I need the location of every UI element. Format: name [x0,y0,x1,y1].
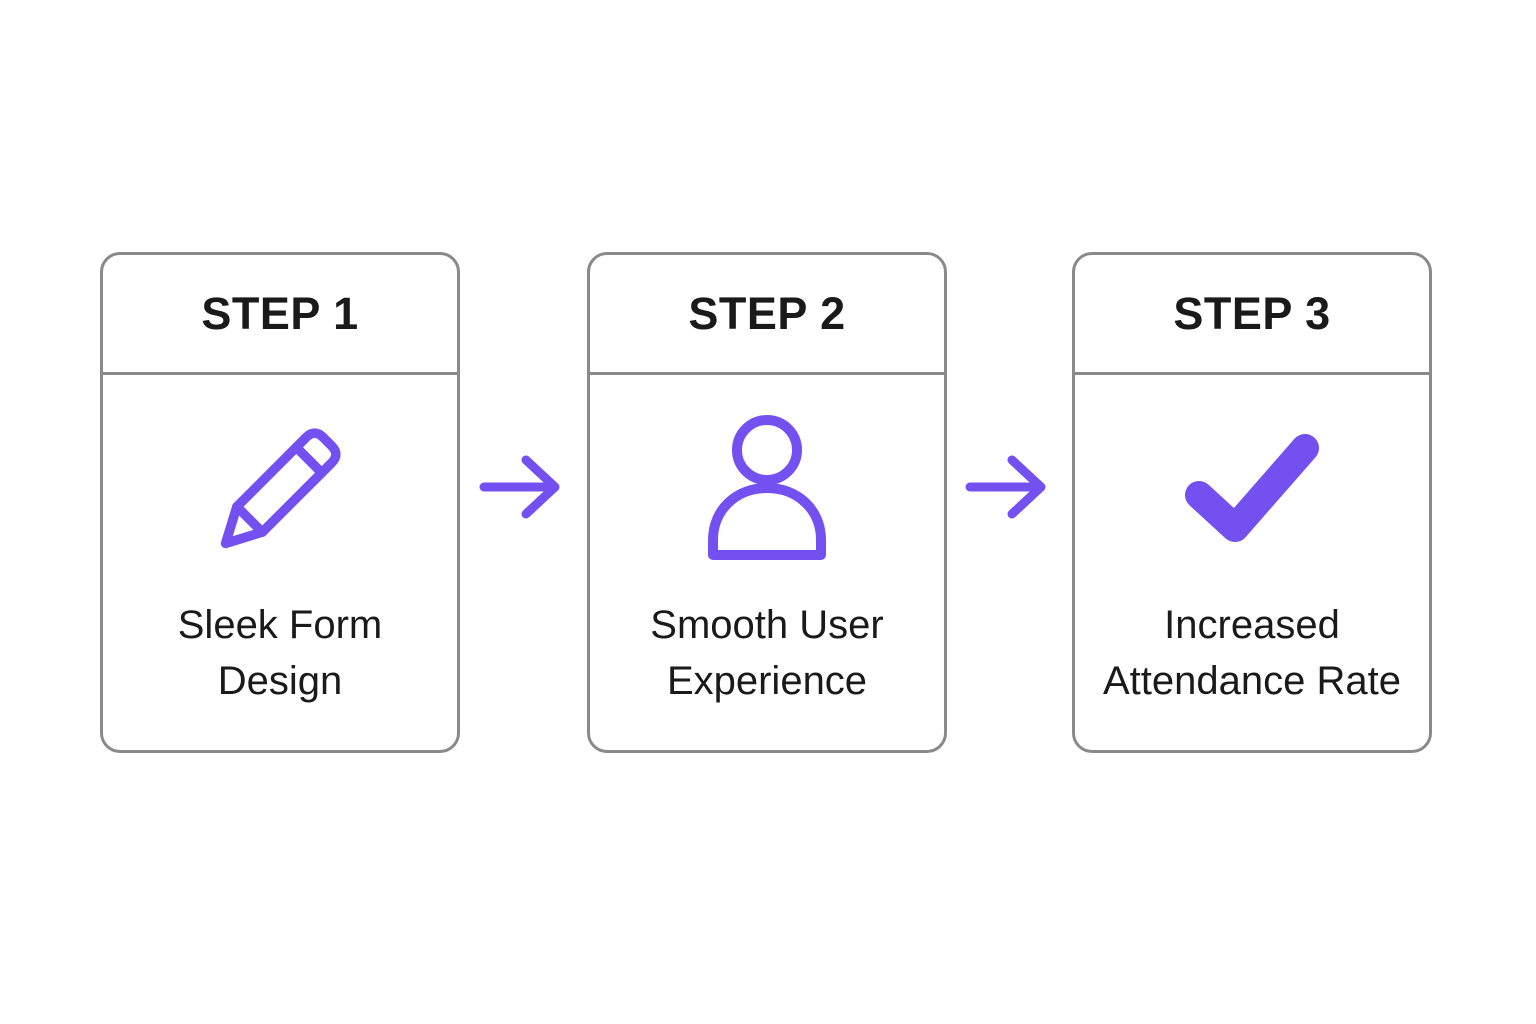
step-card-1: STEP 1 Sleek Form Design [100,252,460,753]
step-3-body: Increased Attendance Rate [1075,375,1429,750]
user-icon [687,413,847,565]
steps-flow: STEP 1 Sleek Form Design STEP 2 [100,252,1432,753]
step-3-header: STEP 3 [1075,255,1429,375]
step-1-caption: Sleek Form Design [177,603,383,703]
step-3-title: STEP 3 [1173,287,1331,339]
step-card-2: STEP 2 Smooth User Experience [587,252,947,753]
step-2-title: STEP 2 [688,287,846,339]
step-3-caption: Increased Attendance Rate [1103,603,1401,703]
arrow-right-icon [947,252,1072,525]
arrow-right-icon [460,252,587,525]
step-1-body: Sleek Form Design [103,375,457,750]
step-2-caption: Smooth User Experience [650,603,884,703]
pencil-icon [200,413,360,565]
step-1-title: STEP 1 [201,287,359,339]
step-2-body: Smooth User Experience [590,375,944,750]
step-1-header: STEP 1 [103,255,457,375]
step-2-header: STEP 2 [590,255,944,375]
step-card-3: STEP 3 Increased Attendance Rate [1072,252,1432,753]
check-icon [1172,413,1332,565]
